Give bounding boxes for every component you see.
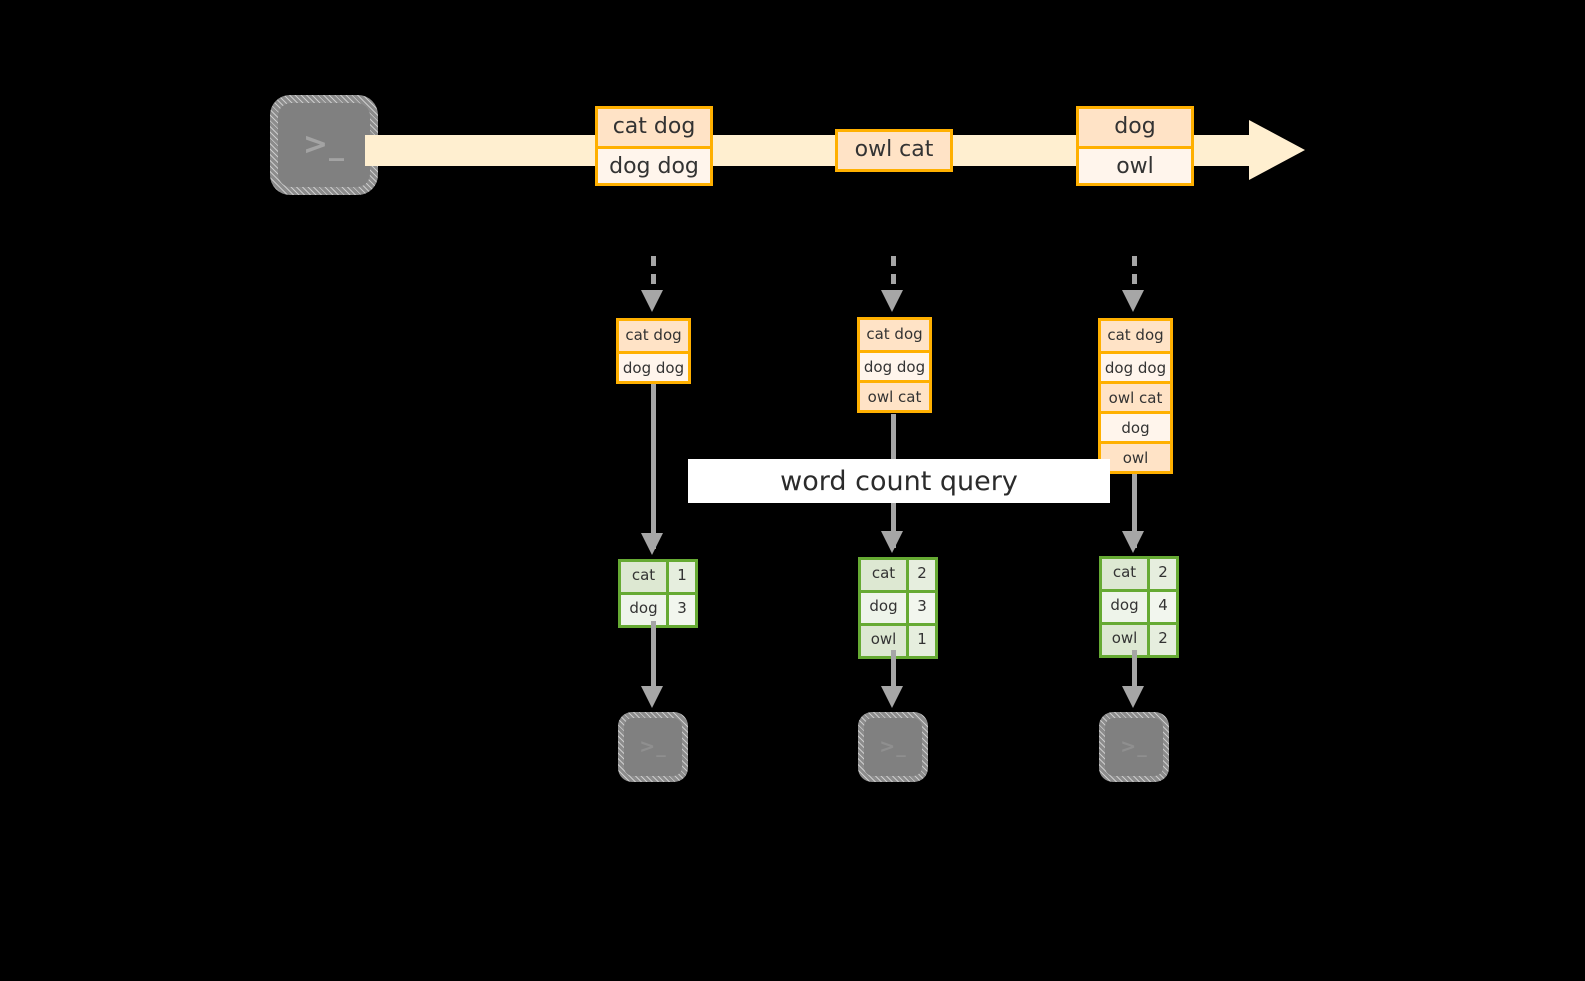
stream-event-line: cat dog bbox=[598, 109, 710, 146]
stream-tap-connector-2 bbox=[891, 256, 896, 292]
result-word: owl bbox=[1102, 625, 1147, 655]
stream-arrow-head-icon bbox=[1249, 120, 1305, 180]
snapshot-2-sink-terminal-icon: >_ bbox=[858, 712, 928, 782]
stream-tap-arrowhead-2 bbox=[881, 290, 903, 312]
snapshot-3-buffer: cat dog dog dog owl cat dog owl bbox=[1098, 318, 1173, 474]
query-connector-1 bbox=[651, 384, 656, 549]
sink-arrowhead-1 bbox=[641, 686, 663, 708]
buffer-row: owl cat bbox=[860, 380, 929, 410]
stream-tap-arrowhead-1 bbox=[641, 290, 663, 312]
stream-event-line: dog bbox=[1079, 109, 1191, 146]
buffer-row: owl cat bbox=[1101, 381, 1170, 411]
snapshot-3-result: cat 2 dog 4 owl 2 bbox=[1099, 556, 1179, 658]
result-row: cat 2 bbox=[861, 560, 935, 590]
result-row: owl 1 bbox=[861, 623, 935, 656]
result-count: 1 bbox=[666, 562, 695, 592]
query-arrowhead-3 bbox=[1122, 531, 1144, 553]
stream-tap-connector-1 bbox=[651, 256, 656, 292]
snapshot-1-buffer: cat dog dog dog bbox=[616, 318, 691, 384]
stream-event-3: dog owl bbox=[1076, 106, 1194, 186]
query-label: word count query bbox=[688, 459, 1110, 503]
query-arrowhead-1 bbox=[641, 533, 663, 555]
result-word: dog bbox=[861, 593, 906, 623]
terminal-screen bbox=[864, 718, 922, 776]
snapshot-3-sink-terminal-icon: >_ bbox=[1099, 712, 1169, 782]
snapshot-2-result: cat 2 dog 3 owl 1 bbox=[858, 557, 938, 659]
result-row: cat 1 bbox=[621, 562, 695, 592]
sink-connector-3 bbox=[1132, 650, 1137, 693]
result-word: owl bbox=[861, 626, 906, 656]
terminal-screen bbox=[278, 103, 370, 187]
result-word: dog bbox=[621, 595, 666, 625]
source-terminal-icon: >_ bbox=[270, 95, 378, 195]
stream-event-2: owl cat bbox=[835, 129, 953, 172]
stream-tap-arrowhead-3 bbox=[1122, 290, 1144, 312]
snapshot-1-result: cat 1 dog 3 bbox=[618, 559, 698, 628]
result-count: 3 bbox=[666, 595, 695, 625]
result-word: cat bbox=[621, 562, 666, 592]
buffer-row: cat dog bbox=[860, 320, 929, 350]
result-row: dog 3 bbox=[861, 590, 935, 623]
result-count: 1 bbox=[906, 626, 935, 656]
result-count: 2 bbox=[1147, 625, 1176, 655]
stream-event-line: owl cat bbox=[838, 132, 950, 169]
terminal-screen bbox=[1105, 718, 1163, 776]
sink-connector-1 bbox=[651, 621, 656, 693]
result-row: dog 3 bbox=[621, 592, 695, 625]
result-count: 4 bbox=[1147, 592, 1176, 622]
buffer-row: dog dog bbox=[619, 351, 688, 381]
terminal-screen bbox=[624, 718, 682, 776]
snapshot-1-sink-terminal-icon: >_ bbox=[618, 712, 688, 782]
result-word: cat bbox=[861, 560, 906, 590]
buffer-row: owl bbox=[1101, 441, 1170, 471]
sink-arrowhead-2 bbox=[881, 686, 903, 708]
result-count: 2 bbox=[1147, 559, 1176, 589]
result-count: 2 bbox=[906, 560, 935, 590]
buffer-row: dog dog bbox=[1101, 351, 1170, 381]
sink-connector-2 bbox=[891, 650, 896, 693]
snapshot-2-buffer: cat dog dog dog owl cat bbox=[857, 317, 932, 413]
buffer-row: dog bbox=[1101, 411, 1170, 441]
result-word: dog bbox=[1102, 592, 1147, 622]
query-arrowhead-2 bbox=[881, 531, 903, 553]
query-connector-3 bbox=[1132, 474, 1137, 548]
buffer-row: dog dog bbox=[860, 350, 929, 380]
result-count: 3 bbox=[906, 593, 935, 623]
sink-arrowhead-3 bbox=[1122, 686, 1144, 708]
result-row: cat 2 bbox=[1102, 559, 1176, 589]
stream-tap-connector-3 bbox=[1132, 256, 1137, 292]
stream-event-line: owl bbox=[1079, 146, 1191, 183]
result-word: cat bbox=[1102, 559, 1147, 589]
stream-event-1: cat dog dog dog bbox=[595, 106, 713, 186]
buffer-row: cat dog bbox=[1101, 321, 1170, 351]
result-row: owl 2 bbox=[1102, 622, 1176, 655]
buffer-row: cat dog bbox=[619, 321, 688, 351]
stream-event-line: dog dog bbox=[598, 146, 710, 183]
result-row: dog 4 bbox=[1102, 589, 1176, 622]
